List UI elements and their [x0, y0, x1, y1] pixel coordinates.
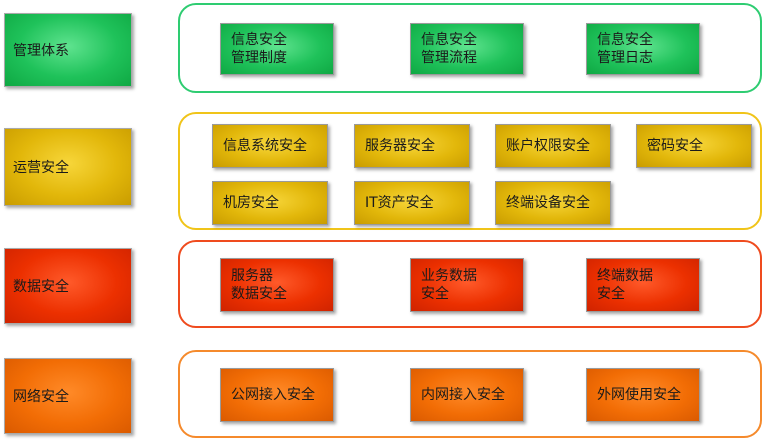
item-info-system-security: 信息系统安全 [212, 124, 328, 168]
item-label: 业务数据 安全 [421, 268, 477, 302]
item-label: 内网接入安全 [421, 387, 505, 403]
item-security-policy: 信息安全 管理制度 [220, 23, 334, 75]
category-data-security: 数据安全 [4, 248, 132, 324]
item-datacenter-security: 机房安全 [212, 181, 328, 225]
item-security-process: 信息安全 管理流程 [410, 23, 524, 75]
category-label: 网络安全 [13, 389, 69, 405]
item-external-network-usage-security: 外网使用安全 [586, 368, 700, 422]
item-business-data-security: 业务数据 安全 [410, 258, 524, 312]
item-server-data-security: 服务器 数据安全 [220, 258, 334, 312]
item-endpoint-data-security: 终端数据 安全 [586, 258, 700, 312]
item-label: 信息安全 管理日志 [597, 32, 653, 66]
item-label: 外网使用安全 [597, 387, 681, 403]
item-label: IT资产安全 [365, 195, 434, 211]
category-operations-security: 运营安全 [4, 128, 132, 206]
item-server-security: 服务器安全 [354, 124, 470, 168]
item-label: 机房安全 [223, 195, 279, 211]
item-label: 终端设备安全 [506, 195, 590, 211]
category-network-security: 网络安全 [4, 358, 132, 434]
category-label: 运营安全 [13, 160, 69, 176]
item-label: 信息安全 管理流程 [421, 32, 477, 66]
item-label: 服务器安全 [365, 138, 435, 154]
item-label: 账户权限安全 [506, 138, 590, 154]
category-label: 数据安全 [13, 279, 69, 295]
item-endpoint-device-security: 终端设备安全 [495, 181, 611, 225]
item-account-permission-security: 账户权限安全 [495, 124, 611, 168]
item-label: 信息系统安全 [223, 138, 307, 154]
item-it-asset-security: IT资产安全 [354, 181, 470, 225]
item-label: 信息安全 管理制度 [231, 32, 287, 66]
item-security-log: 信息安全 管理日志 [586, 23, 700, 75]
item-password-security: 密码安全 [636, 124, 752, 168]
item-public-network-access-security: 公网接入安全 [220, 368, 334, 422]
item-label: 密码安全 [647, 138, 703, 154]
category-label: 管理体系 [13, 43, 69, 59]
item-label: 公网接入安全 [231, 387, 315, 403]
item-intranet-access-security: 内网接入安全 [410, 368, 524, 422]
category-management-system: 管理体系 [4, 13, 132, 87]
item-label: 终端数据 安全 [597, 268, 653, 302]
item-label: 服务器 数据安全 [231, 268, 287, 302]
